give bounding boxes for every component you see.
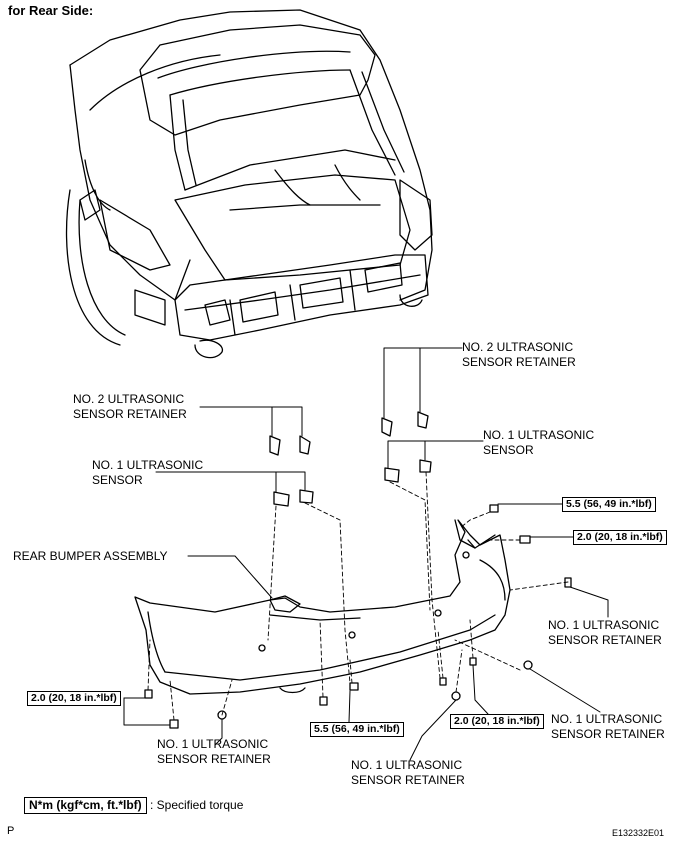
- label-line: SENSOR: [92, 473, 143, 487]
- label-rear-bumper-assembly: REAR BUMPER ASSEMBLY: [13, 549, 168, 563]
- label-line: NO. 1 ULTRASONIC: [548, 618, 660, 632]
- label-line: SENSOR RETAINER: [73, 407, 187, 421]
- label-line: SENSOR RETAINER: [551, 727, 665, 741]
- rear-bumper-illustration: [134, 519, 511, 695]
- legend-unit-box: N*m (kgf*cm, ft.*lbf): [24, 797, 147, 814]
- label-no1-retainer-bottom-right: NO. 1 ULTRASONIC SENSOR RETAINER: [551, 712, 665, 742]
- label-line: NO. 1 ULTRASONIC: [92, 458, 204, 472]
- torque-box-left-20: 2.0 (20, 18 in.*lbf): [27, 691, 121, 706]
- label-no1-sensor-right: NO. 1 ULTRASONIC SENSOR: [483, 428, 594, 458]
- leader-lines: [123, 347, 609, 761]
- label-line: NO. 2 ULTRASONIC: [73, 392, 185, 406]
- label-line: NO. 1 ULTRASONIC: [483, 428, 595, 442]
- label-line: SENSOR RETAINER: [157, 752, 271, 766]
- label-no1-retainer-bottom-left: NO. 1 ULTRASONIC SENSOR RETAINER: [157, 737, 271, 767]
- label-line: SENSOR RETAINER: [351, 773, 465, 787]
- vehicle-rear-illustration: [65, 9, 433, 359]
- label-line: SENSOR: [483, 443, 534, 457]
- label-no1-sensor-left: NO. 1 ULTRASONIC SENSOR: [92, 458, 203, 488]
- label-line: NO. 1 ULTRASONIC: [551, 712, 663, 726]
- label-no2-retainer-left: NO. 2 ULTRASONIC SENSOR RETAINER: [73, 392, 187, 422]
- footer-left-code: P: [7, 825, 15, 837]
- footer-figure-code: E132332E01: [612, 828, 665, 838]
- torque-box-top-right-20: 2.0 (20, 18 in.*lbf): [573, 530, 667, 545]
- label-no2-retainer-right: NO. 2 ULTRASONIC SENSOR RETAINER: [462, 340, 576, 370]
- label-line: SENSOR RETAINER: [548, 633, 662, 647]
- label-no1-retainer-bottom-center: NO. 1 ULTRASONIC SENSOR RETAINER: [351, 758, 465, 788]
- torque-box-top-right-55: 5.5 (56, 49 in.*lbf): [562, 497, 656, 512]
- label-no1-retainer-side: NO. 1 ULTRASONIC SENSOR RETAINER: [548, 618, 662, 648]
- legend-text: : Specified torque: [150, 798, 244, 812]
- label-line: NO. 1 ULTRASONIC: [157, 737, 269, 751]
- torque-box-bottom-55: 5.5 (56, 49 in.*lbf): [310, 722, 404, 737]
- torque-box-bottom-20: 2.0 (20, 18 in.*lbf): [450, 714, 544, 729]
- label-line: NO. 1 ULTRASONIC: [351, 758, 463, 772]
- diagram-title: for Rear Side:: [8, 3, 94, 18]
- install-guide-lines: [147, 471, 569, 721]
- label-line: NO. 2 ULTRASONIC: [462, 340, 574, 354]
- label-line: SENSOR RETAINER: [462, 355, 576, 369]
